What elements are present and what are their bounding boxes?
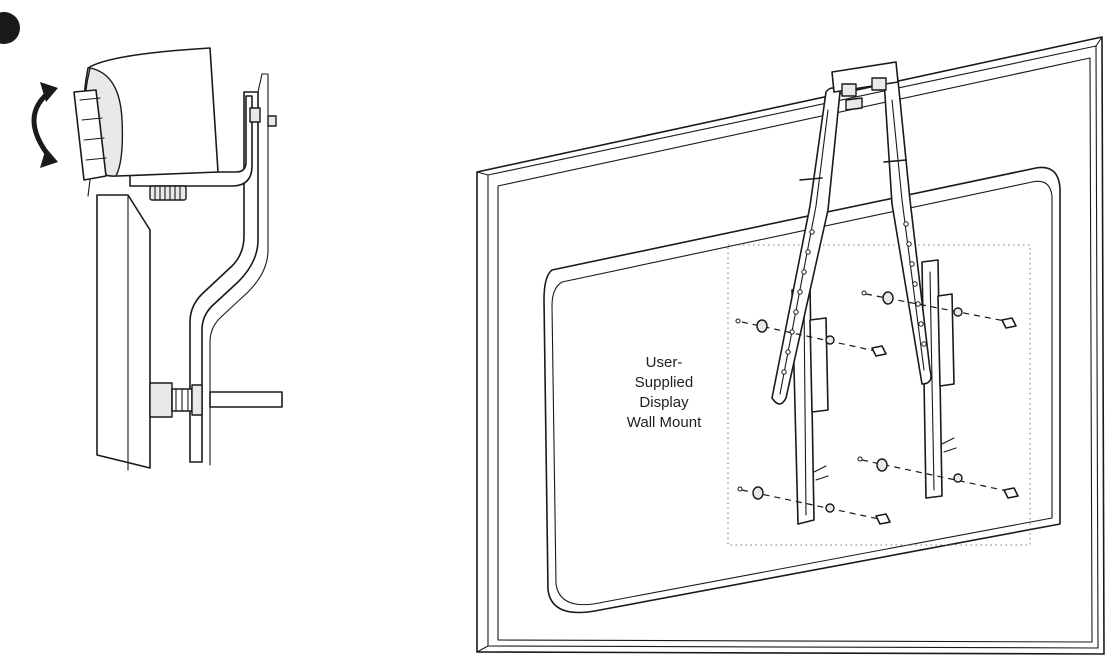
- hardware-lower-left: [737, 486, 891, 525]
- washer-icon: [825, 335, 835, 345]
- washer-icon: [857, 456, 863, 462]
- label-line-2: Supplied: [635, 374, 693, 391]
- label-line-4: Wall Mount: [627, 414, 702, 431]
- screw-icon: [1003, 487, 1019, 499]
- screw-icon: [1001, 317, 1017, 329]
- display-edge: [96, 194, 151, 469]
- adjustment-knob: [149, 185, 187, 201]
- washer-icon: [953, 473, 963, 483]
- washer-icon: [953, 307, 963, 317]
- washer-icon: [737, 486, 743, 492]
- rail-clip-right: [941, 437, 957, 453]
- bracket-plate: [189, 91, 259, 463]
- hardware-upper-left: [735, 318, 887, 357]
- hardware-lower-right: [857, 456, 1019, 499]
- washer-icon: [825, 503, 835, 513]
- washer-icon: [735, 318, 741, 324]
- wall-mount-label: User- Supplied Display Wall Mount: [627, 354, 702, 431]
- washer-icon: [861, 290, 867, 296]
- label-line-3: Display: [639, 394, 689, 411]
- side-view-detail: [31, 47, 283, 471]
- bolt: [149, 382, 283, 418]
- step-badge: [0, 12, 20, 44]
- display-rear-view: User- Supplied Display Wall Mount: [476, 36, 1105, 655]
- vesa-area: [727, 244, 1031, 546]
- hanger-crossbar: [831, 61, 899, 111]
- label-line-1: User-: [646, 354, 683, 371]
- hanger-arm-left: [771, 87, 841, 405]
- shelf-bracket: [129, 95, 253, 187]
- screw-icon: [875, 513, 891, 525]
- spacer-icon: [752, 486, 764, 500]
- screw-icon: [871, 345, 887, 357]
- hardware-upper-right: [861, 290, 1017, 329]
- mount-rail-right: [921, 259, 955, 499]
- rail-clip-left: [813, 465, 829, 481]
- spacer-icon: [882, 291, 894, 305]
- speaker: [73, 47, 219, 197]
- rotate-arrows-icon: [31, 82, 58, 168]
- spacer-icon: [756, 319, 768, 333]
- spacer-icon: [876, 458, 888, 472]
